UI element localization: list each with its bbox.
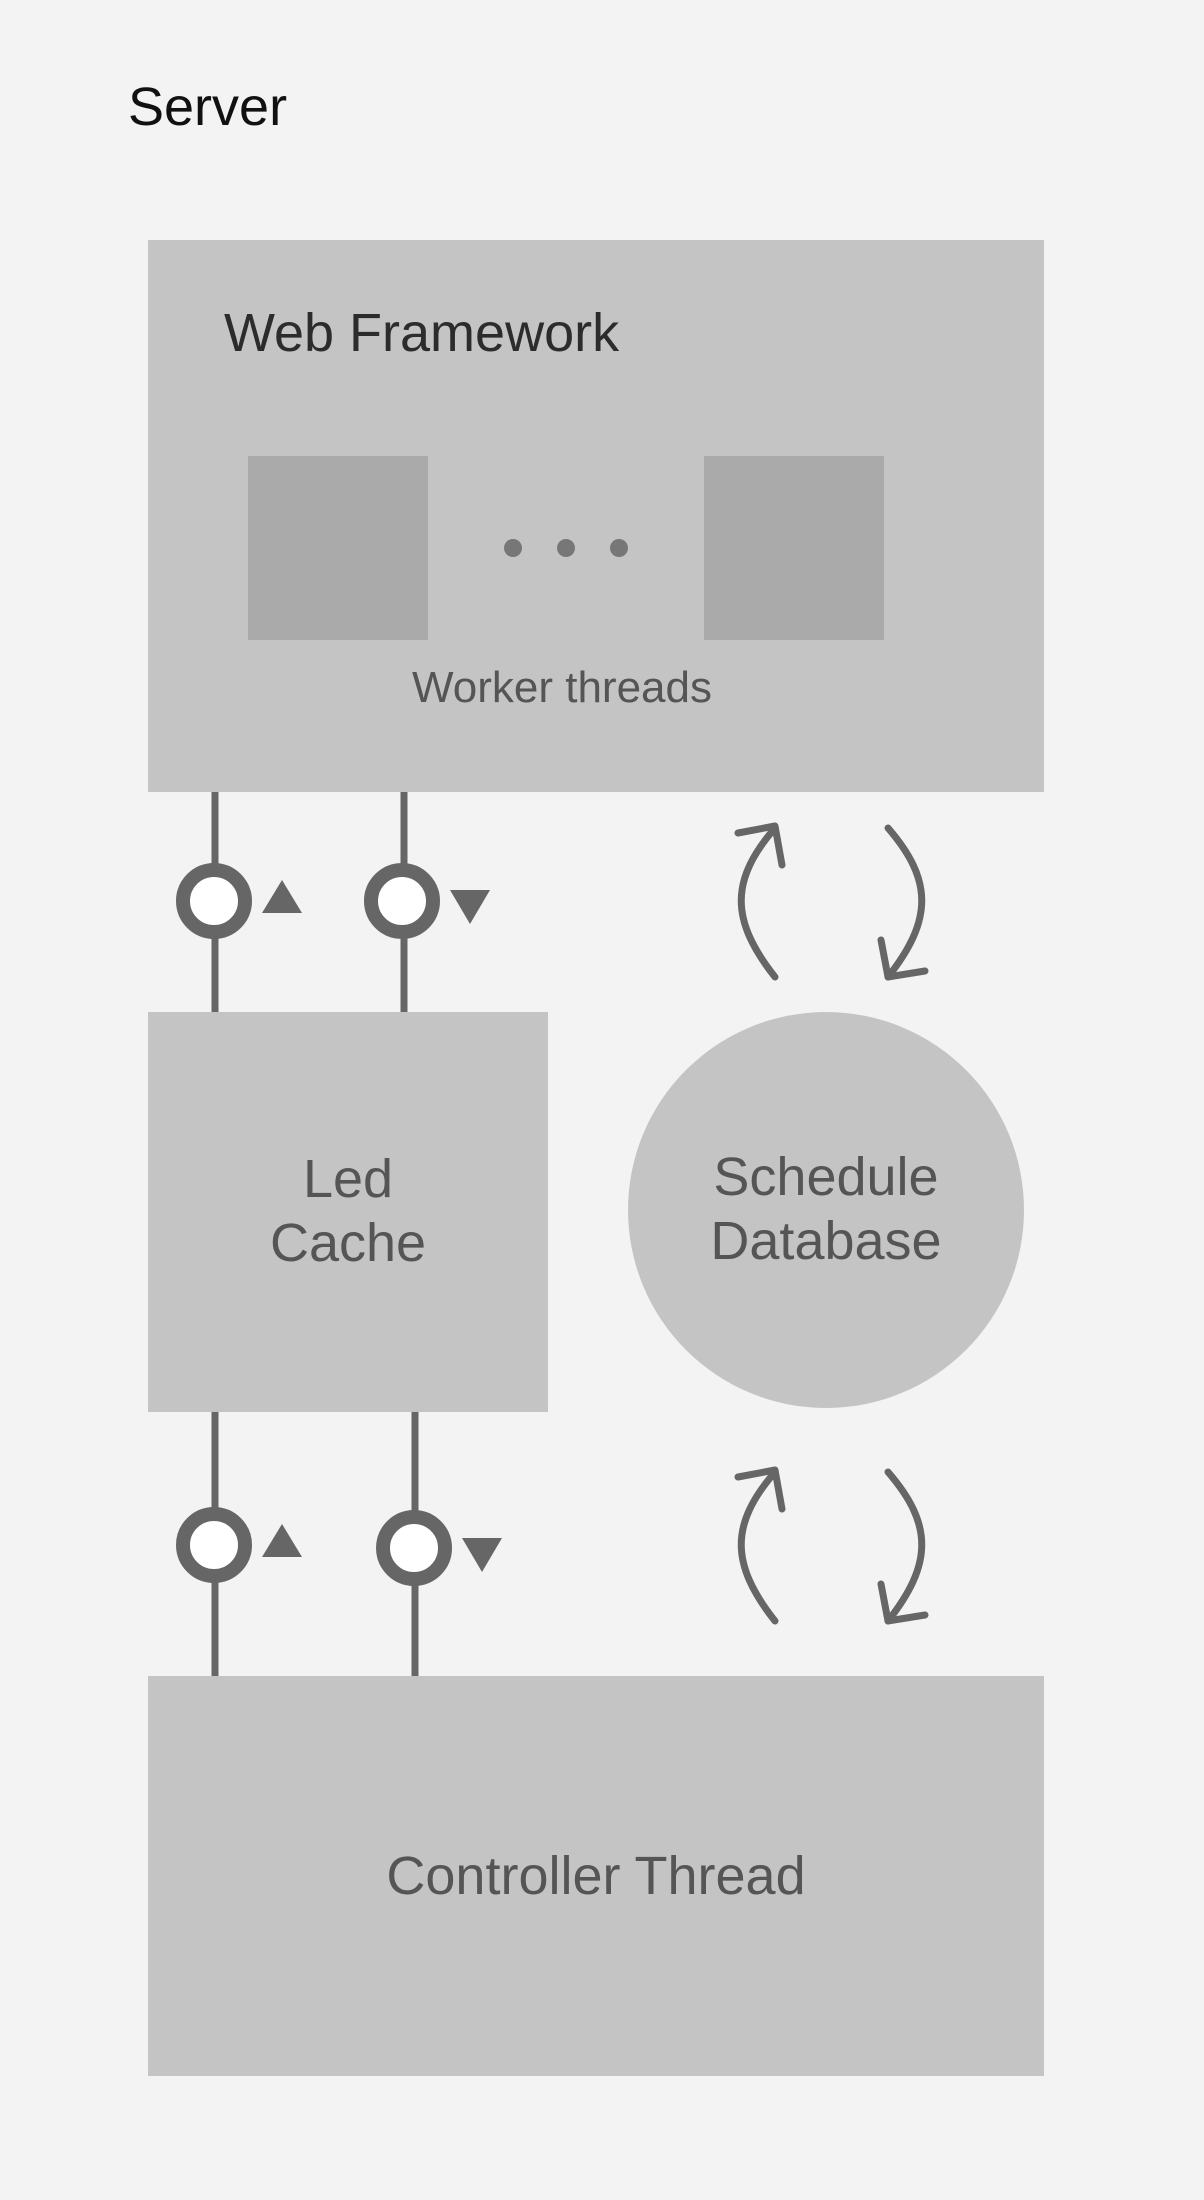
led-cache-line-1: Led [302, 1149, 394, 1210]
arrow-up-icon [737, 824, 779, 981]
ellipsis-dot [557, 539, 575, 557]
web-framework-title: Web Framework [224, 303, 620, 363]
schedule-database-line-1: Schedule [713, 1147, 939, 1208]
ellipsis-dot [504, 539, 522, 557]
led-cache-line-2: Cache [269, 1213, 427, 1273]
worker-thread-box [704, 456, 884, 640]
schedule-database-circle: Schedule Database [628, 1012, 1024, 1408]
interface-port-icon [376, 1510, 452, 1586]
controller-thread-box: Controller Thread [148, 1676, 1044, 2076]
interface-port-icon [176, 863, 252, 939]
diagram-title: Server [128, 77, 288, 137]
ellipsis-dot [610, 539, 628, 557]
arrow-down-icon [884, 1468, 926, 1625]
triangle-up-icon [262, 880, 302, 913]
arrow-down-head [877, 1580, 929, 1625]
arrow-up-head [734, 822, 786, 869]
arrow-down-head [877, 936, 929, 981]
arrow-up-head [734, 1466, 786, 1513]
triangle-down-icon [462, 1538, 502, 1572]
worker-threads-label: Worker threads [412, 663, 712, 712]
controller-thread-label: Controller Thread [386, 1846, 806, 1906]
arrow-down-icon [884, 824, 926, 981]
arrow-up-icon [737, 1468, 779, 1625]
led-cache-box: Led Cache [148, 1012, 548, 1412]
worker-thread-box [248, 456, 428, 640]
interface-port-icon [176, 1507, 252, 1583]
led-cache-label: Led Cache [270, 1148, 426, 1275]
schedule-database-label: Schedule Database [710, 1146, 941, 1273]
triangle-up-icon [262, 1524, 302, 1557]
interface-port-icon [364, 863, 440, 939]
schedule-database-line-2: Database [710, 1211, 942, 1271]
ellipsis-icon [504, 530, 628, 566]
triangle-down-icon [450, 890, 490, 924]
